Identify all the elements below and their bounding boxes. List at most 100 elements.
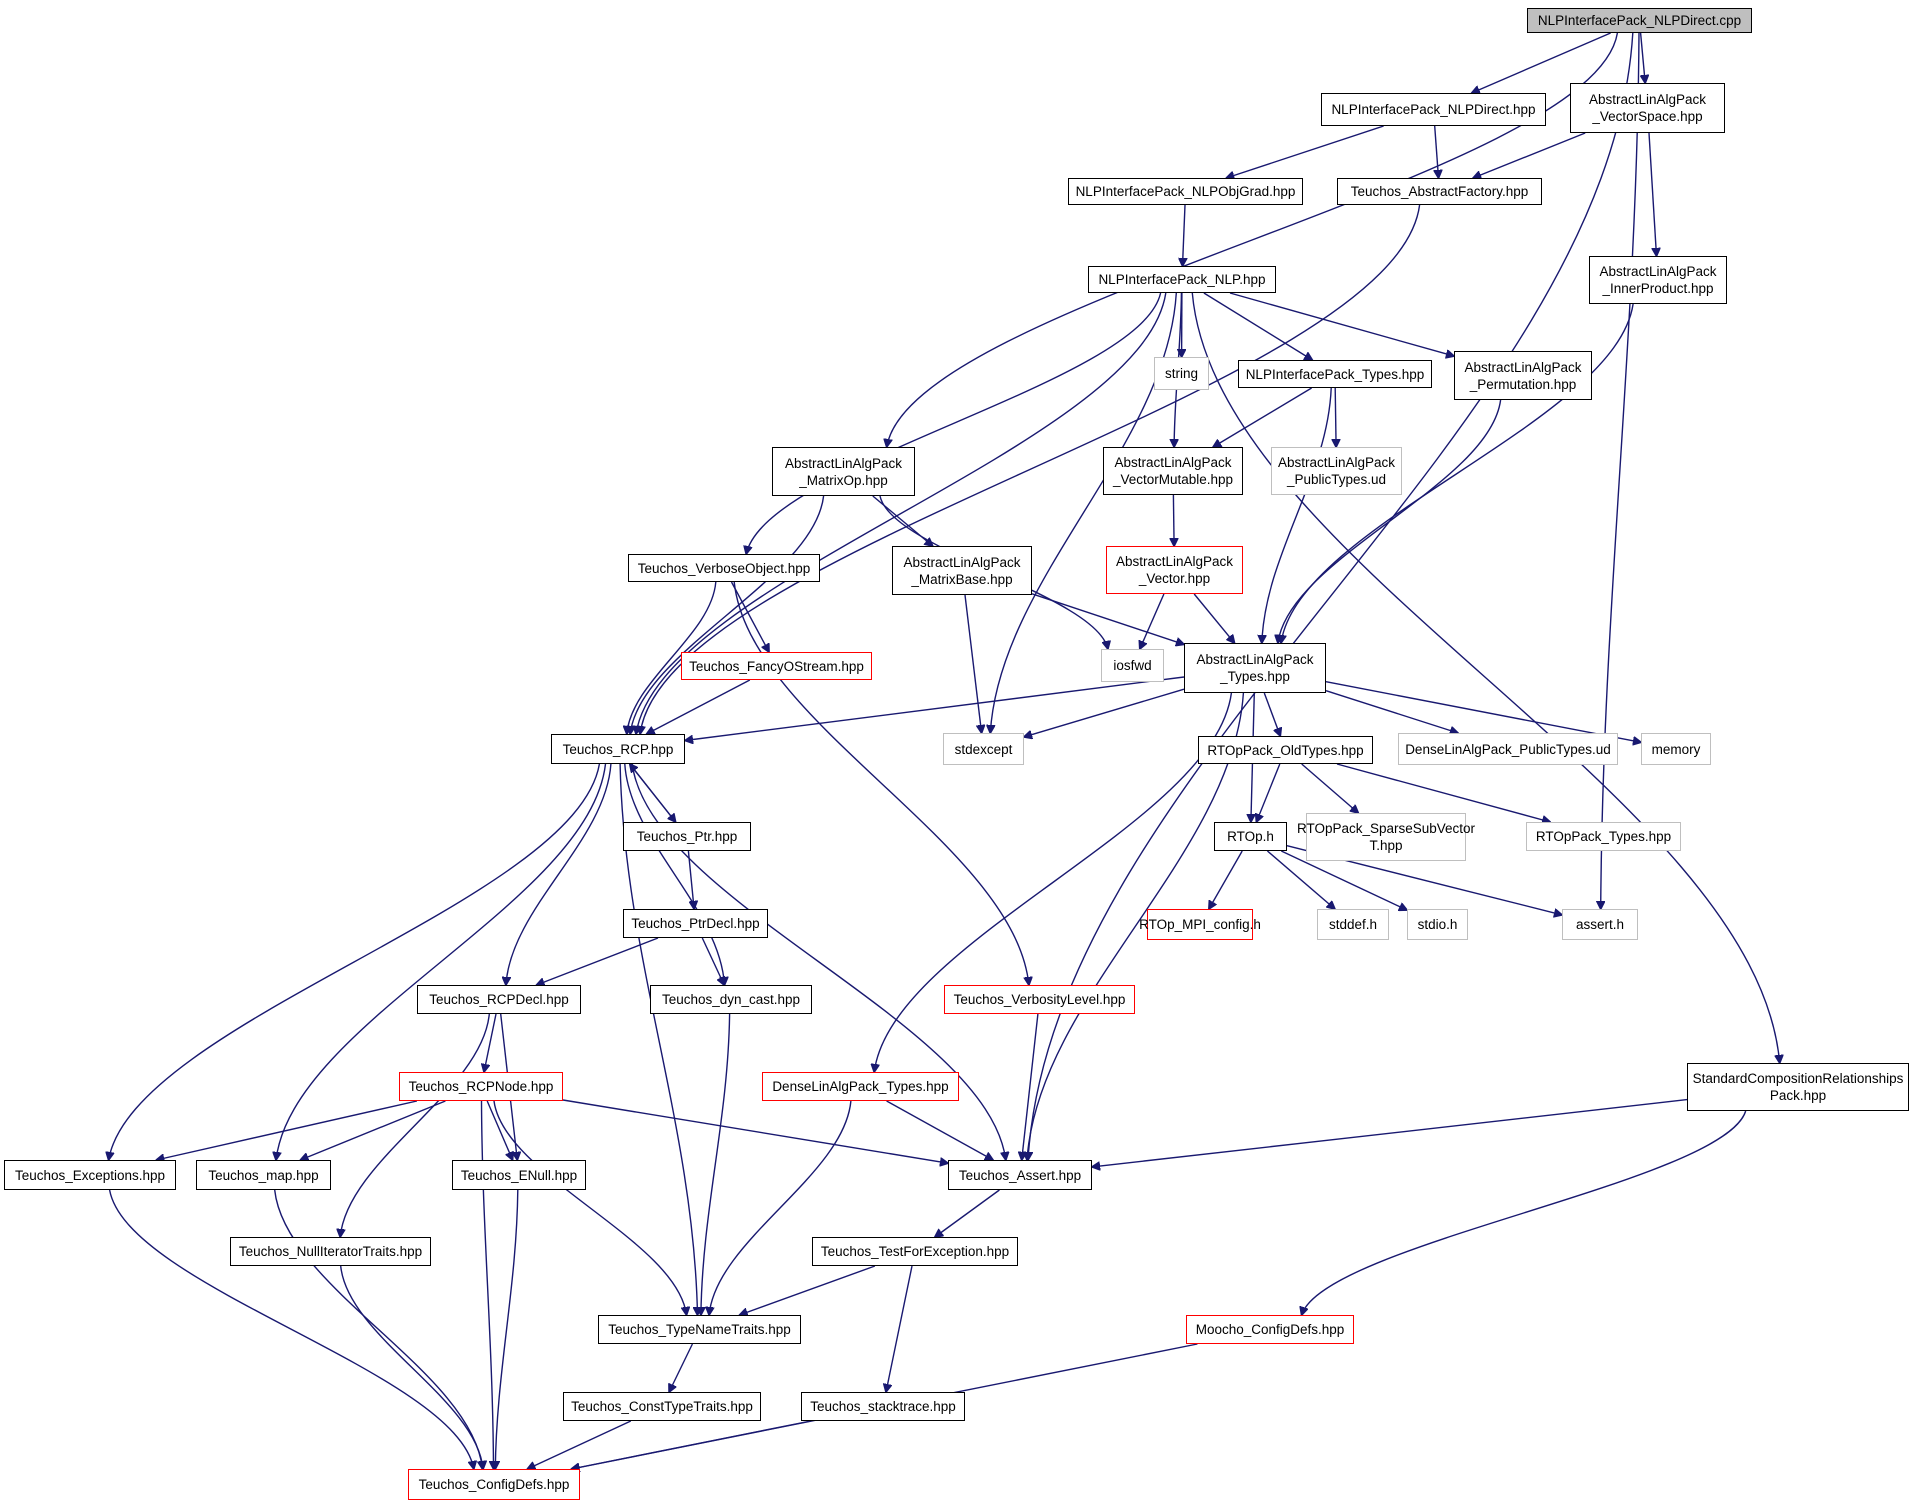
node-nlp-types[interactable]: NLPInterfacePack_Types.hpp: [1238, 360, 1432, 388]
node-label: NLPInterfacePack_NLP.hpp: [1098, 272, 1266, 287]
edge-verboseobject-to-fancyostream: [730, 581, 770, 652]
node-ptr[interactable]: Teuchos_Ptr.hpp: [623, 822, 751, 851]
edge-root-to-assert-h: [1601, 32, 1640, 909]
edge-alap-vector-to-alap-types: [1193, 593, 1234, 643]
node-label: Teuchos_RCPNode.hpp: [408, 1079, 554, 1094]
node-iosfwd: iosfwd: [1101, 649, 1164, 682]
node-fancyostream[interactable]: Teuchos_FancyOStream.hpp: [681, 652, 872, 680]
node-dyn-cast[interactable]: Teuchos_dyn_cast.hpp: [650, 985, 812, 1014]
node-consttypetraits[interactable]: Teuchos_ConstTypeTraits.hpp: [563, 1392, 761, 1421]
node-map[interactable]: Teuchos_map.hpp: [196, 1160, 331, 1190]
node-rtop-oldtypes[interactable]: RTOpPack_OldTypes.hpp: [1198, 736, 1373, 764]
edge-enull-to-configdefs: [495, 1189, 519, 1469]
node-label: Teuchos_FancyOStream.hpp: [689, 658, 864, 674]
node-alap-innerproduct[interactable]: AbstractLinAlgPack _InnerProduct.hpp: [1589, 256, 1727, 304]
edge-nlp-hpp-to-verboseobject: [746, 292, 1162, 554]
node-nlpdirect-hpp[interactable]: NLPInterfacePack_NLPDirect.hpp: [1321, 93, 1546, 126]
node-rcp[interactable]: Teuchos_RCP.hpp: [551, 734, 685, 764]
node-alap-types[interactable]: AbstractLinAlgPack_Types.hpp: [1184, 643, 1326, 693]
edge-rcpnode-to-enull: [486, 1100, 512, 1160]
edge-rcp-to-map: [276, 763, 607, 1160]
node-label: stdexcept: [954, 741, 1013, 757]
edge-stdcomp-to-moocho-configdefs: [1302, 1110, 1747, 1315]
node-label: _MatrixBase.hpp: [911, 571, 1013, 587]
node-nulliteratortraits[interactable]: Teuchos_NullIteratorTraits.hpp: [230, 1237, 431, 1266]
edge-teuchos-assert-to-testforexception: [935, 1189, 1000, 1237]
node-label: AbstractLinAlgPack: [903, 554, 1021, 570]
edge-nlp-types-to-alap-types: [1262, 387, 1332, 643]
edge-root-to-alap-vectorspace: [1639, 32, 1646, 83]
node-nlpobjgrad[interactable]: NLPInterfacePack_NLPObjGrad.hpp: [1068, 178, 1303, 205]
node-alap-vectorspace[interactable]: AbstractLinAlgPack_VectorSpace.hpp: [1570, 83, 1725, 133]
edge-alap-matrixbase-to-alap-types: [1031, 593, 1184, 645]
node-label: Teuchos_dyn_cast.hpp: [661, 992, 801, 1007]
node-teuchos-assert[interactable]: Teuchos_Assert.hpp: [948, 1160, 1092, 1190]
node-ptrdecl[interactable]: Teuchos_PtrDecl.hpp: [623, 909, 768, 938]
edge-alap-matrixbase-to-stdexcept: [964, 594, 982, 733]
edge-consttypetraits-to-configdefs: [527, 1420, 632, 1469]
edge-nlp-hpp-to-stdcomp: [1191, 292, 1779, 1063]
node-dlap-types[interactable]: DenseLinAlgPack_Types.hpp: [762, 1072, 959, 1101]
node-verboseobject[interactable]: Teuchos_VerboseObject.hpp: [628, 554, 820, 582]
node-label: Teuchos_Assert.hpp: [958, 1167, 1082, 1183]
node-rtop-types: RTOpPack_Types.hpp: [1526, 822, 1681, 851]
node-label: AbstractLinAlgPack: [1114, 455, 1232, 470]
node-label: Teuchos_TestForException.hpp: [820, 1244, 1010, 1259]
edge-rtop-oldtypes-to-rtop-types: [1336, 763, 1550, 822]
node-assert-h: assert.h: [1562, 909, 1638, 940]
edge-rcpnode-to-exceptions: [156, 1100, 418, 1160]
edge-nlpdirect-hpp-to-abstractfactory: [1435, 125, 1439, 178]
node-rtop-mpi-config[interactable]: RTOp_MPI_config.h: [1139, 909, 1261, 940]
edge-stdcomp-to-teuchos-assert: [1092, 1098, 1688, 1167]
edge-alap-types-to-rtop-oldtypes: [1263, 692, 1280, 736]
node-enull[interactable]: Teuchos_ENull.hpp: [452, 1160, 586, 1190]
node-label: _InnerProduct.hpp: [1602, 281, 1714, 296]
node-rcpdecl[interactable]: Teuchos_RCPDecl.hpp: [417, 985, 581, 1014]
node-testforexception[interactable]: Teuchos_TestForException.hpp: [812, 1237, 1018, 1266]
node-alap-matrixbase[interactable]: AbstractLinAlgPack_MatrixBase.hpp: [892, 546, 1032, 595]
edge-map-to-configdefs: [274, 1189, 483, 1469]
node-label: AbstractLinAlgPack: [1464, 359, 1582, 375]
edge-nlp-types-to-alap-vectormutable: [1213, 387, 1312, 447]
edge-rcpdecl-to-rcpnode: [484, 1013, 497, 1072]
node-dlap-publictypes-ud: DenseLinAlgPack_PublicTypes.ud: [1398, 733, 1618, 765]
edge-verboseobject-to-verbositylevel: [733, 581, 1029, 985]
edge-alap-vectormutable-to-alap-vector: [1173, 494, 1174, 546]
node-label: Moocho_ConfigDefs.hpp: [1195, 1322, 1345, 1337]
node-alap-matrixop[interactable]: AbstractLinAlgPack_MatrixOp.hpp: [772, 447, 915, 496]
edge-alap-vector-to-iosfwd: [1140, 593, 1165, 649]
node-typenametraits[interactable]: Teuchos_TypeNameTraits.hpp: [598, 1315, 801, 1344]
edge-root-to-nlpdirect-hpp: [1472, 32, 1611, 93]
edge-alap-types-to-stdexcept: [1024, 688, 1185, 737]
node-label: DenseLinAlgPack_Types.hpp: [772, 1079, 949, 1094]
edge-nlp-hpp-to-rcp: [636, 292, 1167, 734]
node-exceptions[interactable]: Teuchos_Exceptions.hpp: [4, 1160, 176, 1190]
node-label: T.hpp: [1369, 838, 1403, 853]
edge-nlp-hpp-to-alap-permutation: [1229, 292, 1454, 356]
edge-alap-types-to-rcp: [685, 676, 1185, 741]
node-label: AbstractLinAlgPack: [1599, 264, 1717, 279]
node-verbositylevel[interactable]: Teuchos_VerbosityLevel.hpp: [944, 985, 1135, 1014]
node-label: _Types.hpp: [1220, 669, 1290, 684]
node-alap-permutation[interactable]: AbstractLinAlgPack_Permutation.hpp: [1454, 351, 1592, 400]
edge-ptr-to-rcp: [630, 764, 677, 823]
node-abstractfactory[interactable]: Teuchos_AbstractFactory.hpp: [1337, 178, 1542, 205]
node-label: assert.h: [1575, 917, 1625, 932]
edge-rcp-to-rcpdecl: [506, 763, 612, 985]
node-rcpnode[interactable]: Teuchos_RCPNode.hpp: [399, 1072, 563, 1101]
node-alap-vectormutable[interactable]: AbstractLinAlgPack_VectorMutable.hpp: [1103, 447, 1243, 495]
node-label: NLPInterfacePack_Types.hpp: [1245, 366, 1425, 382]
node-label: NLPInterfacePack_NLPDirect.hpp: [1331, 102, 1536, 117]
node-label: RTOpPack_SparseSubVector: [1296, 821, 1476, 836]
node-nlp-hpp[interactable]: NLPInterfacePack_NLP.hpp: [1088, 266, 1276, 293]
node-configdefs[interactable]: Teuchos_ConfigDefs.hpp: [408, 1469, 580, 1500]
edge-alap-permutation-to-alap-types: [1278, 399, 1502, 643]
node-stacktrace[interactable]: Teuchos_stacktrace.hpp: [801, 1392, 965, 1421]
node-alap-vector[interactable]: AbstractLinAlgPack_Vector.hpp: [1106, 546, 1243, 594]
node-moocho-configdefs[interactable]: Moocho_ConfigDefs.hpp: [1186, 1315, 1354, 1344]
node-label: Teuchos_RCPDecl.hpp: [429, 992, 569, 1007]
node-label: Teuchos_Ptr.hpp: [636, 829, 738, 844]
node-rtop-h[interactable]: RTOp.h: [1214, 822, 1287, 851]
